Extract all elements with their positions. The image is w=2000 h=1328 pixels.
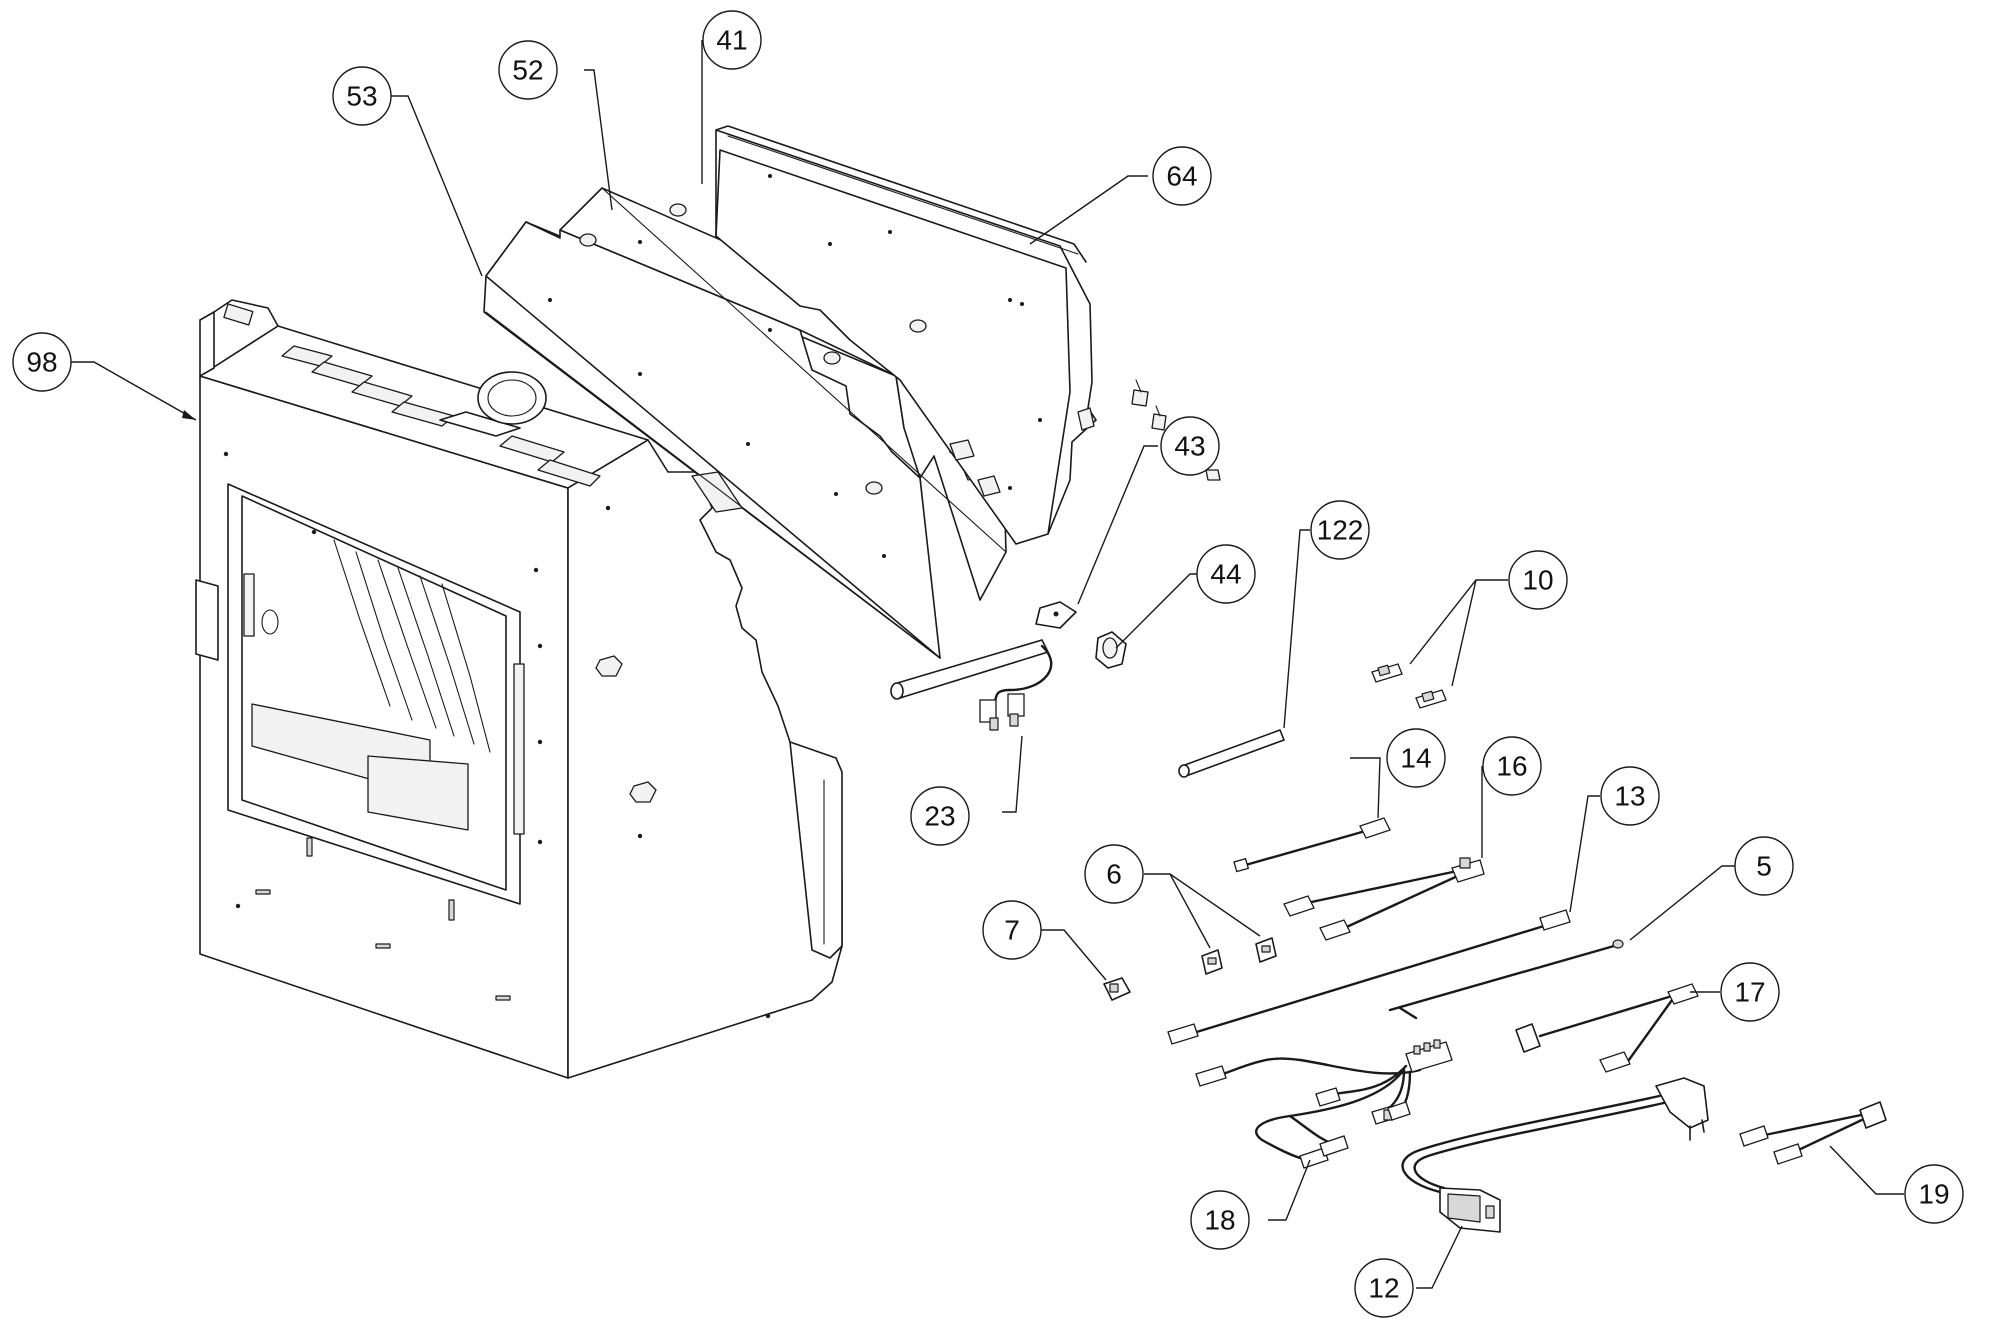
callout-122-label: 122 — [1317, 515, 1364, 546]
callout-53: 53 — [332, 66, 392, 126]
callout-5: 5 — [1734, 836, 1794, 896]
callout-10: 10 — [1508, 550, 1568, 610]
callout-7: 7 — [982, 900, 1042, 960]
part-23-sensor-tube — [890, 639, 1053, 731]
side-nut-upper — [595, 655, 623, 677]
callout-17-label: 17 — [1734, 977, 1765, 1008]
side-nut-lower — [629, 781, 657, 803]
callout-64: 64 — [1152, 146, 1212, 206]
part-13-cable — [1167, 909, 1571, 1045]
callout-19: 19 — [1904, 1164, 1964, 1224]
part-64-rear-deflector — [669, 125, 1097, 545]
callout-44-label: 44 — [1210, 559, 1241, 590]
part-98-stove-body — [195, 299, 843, 1079]
callout-41: 41 — [702, 10, 762, 70]
part-7-clip — [1103, 977, 1131, 1001]
part-5-wire — [1388, 939, 1624, 1020]
callout-43-label: 43 — [1174, 431, 1205, 462]
part-41-pin — [669, 203, 687, 217]
door-opening-frame — [227, 483, 525, 905]
callout-44: 44 — [1196, 544, 1256, 604]
part-16-harness — [1283, 857, 1485, 941]
part-12-power-cord — [1401, 1077, 1709, 1233]
callout-12: 12 — [1354, 1258, 1414, 1318]
callout-19-label: 19 — [1918, 1179, 1949, 1210]
callout-13: 13 — [1600, 766, 1660, 826]
callout-7-label: 7 — [1004, 915, 1020, 946]
callout-23: 23 — [910, 786, 970, 846]
baffle-slot — [691, 471, 743, 513]
part-17-harness — [1515, 983, 1699, 1073]
callout-18: 18 — [1190, 1190, 1250, 1250]
callout-98: 98 — [12, 332, 72, 392]
callout-14: 14 — [1386, 728, 1446, 788]
callout-53-label: 53 — [346, 81, 377, 112]
callout-6-label: 6 — [1106, 859, 1122, 890]
body-rear-bracket — [789, 741, 843, 959]
callout-leaders — [66, 40, 1904, 1289]
callout-52: 52 — [498, 40, 558, 100]
callout-12-label: 12 — [1368, 1273, 1399, 1304]
callout-122: 122 — [1310, 500, 1370, 560]
callout-98-label: 98 — [26, 347, 57, 378]
part-19-harness — [1739, 1101, 1887, 1165]
callout-6: 6 — [1084, 844, 1144, 904]
part-6-clips — [1201, 937, 1277, 975]
harness-18-block — [1405, 1041, 1453, 1073]
callout-43: 43 — [1160, 416, 1220, 476]
top-vent-openings — [281, 345, 601, 487]
callout-41-label: 41 — [716, 25, 747, 56]
callout-14-label: 14 — [1400, 743, 1431, 774]
callout-5-label: 5 — [1756, 851, 1772, 882]
callout-10-label: 10 — [1522, 565, 1553, 596]
callout-13-label: 13 — [1614, 781, 1645, 812]
part-18-harness — [1195, 1039, 1453, 1169]
callout-18-label: 18 — [1204, 1205, 1235, 1236]
plug-schuko — [1655, 1077, 1709, 1129]
part-44-grommet — [1095, 631, 1127, 669]
part-122-rod — [1178, 729, 1285, 778]
part-14-cable — [1233, 817, 1391, 873]
harness-18-end-a — [1195, 1065, 1227, 1087]
callout-17: 17 — [1720, 962, 1780, 1022]
callout-52-label: 52 — [512, 55, 543, 86]
part-10-terminals — [1371, 663, 1447, 709]
callout-64-label: 64 — [1166, 161, 1197, 192]
part-43-clips — [1035, 379, 1221, 629]
callout-16-label: 16 — [1496, 751, 1527, 782]
panel-52-pins — [579, 233, 883, 495]
body-left-strip — [199, 311, 215, 377]
callout-16: 16 — [1482, 736, 1542, 796]
callout-23-label: 23 — [924, 801, 955, 832]
